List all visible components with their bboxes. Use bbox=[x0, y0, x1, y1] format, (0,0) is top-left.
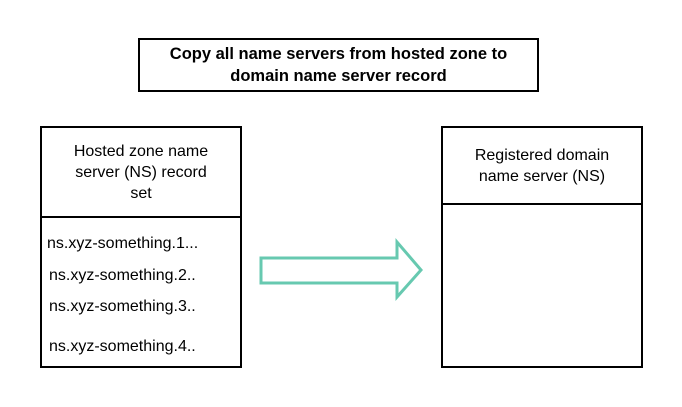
name-server-item: ns.xyz-something.3.. bbox=[49, 298, 196, 315]
registered-domain-header: Registered domain name server (NS) bbox=[443, 128, 641, 205]
registered-domain-header-text: Registered domain name server (NS) bbox=[474, 146, 610, 185]
name-server-item: ns.xyz-something.1... bbox=[47, 235, 199, 252]
title-box: Copy all name servers from hosted zone t… bbox=[138, 38, 539, 92]
diagram-title: Copy all name servers from hosted zone t… bbox=[169, 45, 508, 85]
registered-domain-box: Registered domain name server (NS) bbox=[441, 126, 643, 368]
name-server-item: ns.xyz-something.4.. bbox=[49, 338, 196, 355]
hosted-zone-box: Hosted zone name server (NS) record set … bbox=[40, 126, 242, 368]
hosted-zone-header-text: Hosted zone name server (NS) record set bbox=[73, 142, 209, 202]
right-arrow-icon bbox=[259, 237, 423, 301]
hosted-zone-header: Hosted zone name server (NS) record set bbox=[42, 128, 240, 218]
name-server-item: ns.xyz-something.2.. bbox=[49, 267, 196, 284]
